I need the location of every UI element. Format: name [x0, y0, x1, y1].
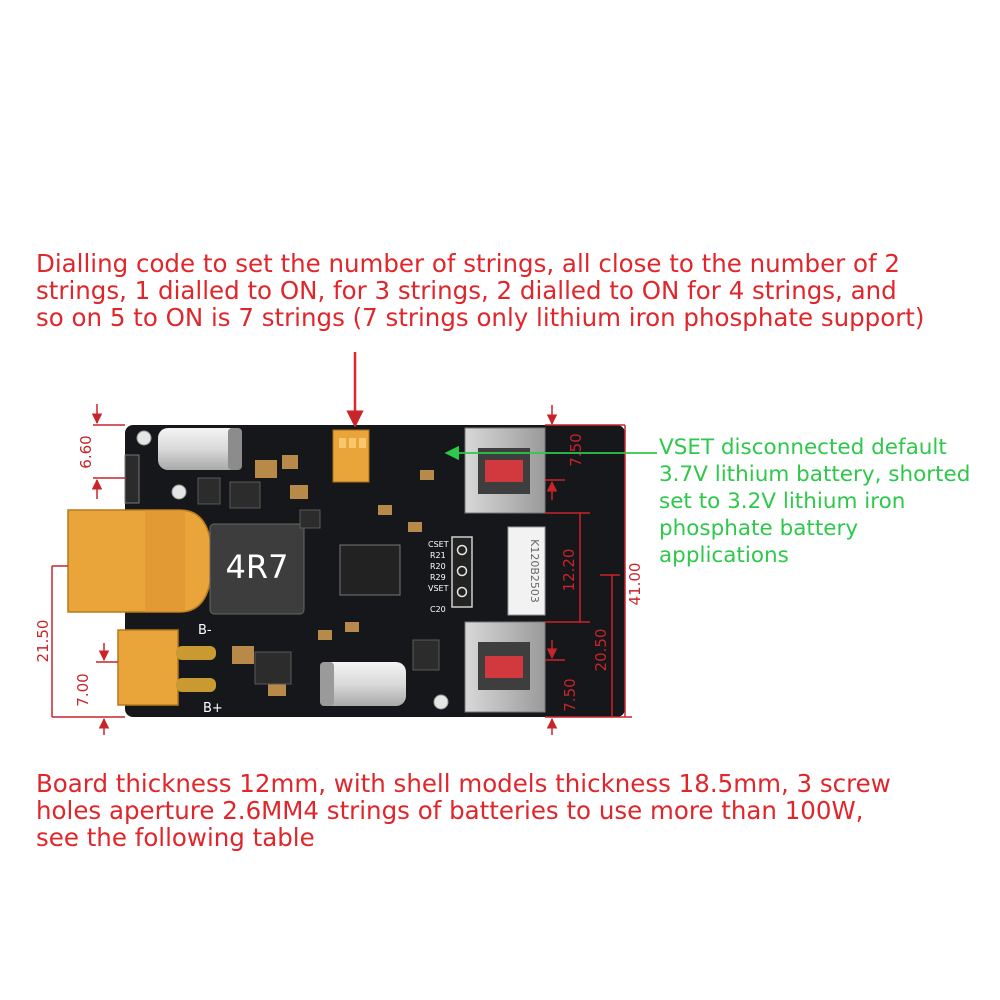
r21-label: R21	[430, 551, 446, 560]
vset-note: VSET disconnected default 3.7V lithium b…	[659, 435, 971, 568]
dim-left-height: 21.50	[34, 620, 52, 663]
inductor	[209, 523, 305, 615]
xt60-connector	[67, 509, 213, 613]
dip-switch	[332, 429, 370, 483]
capacitor-top	[158, 428, 240, 470]
sticker-text: K120B2503	[528, 539, 541, 603]
board-thickness-note: Board thickness 12mm, with shell models …	[36, 769, 891, 852]
dim-top-left: 6.60	[77, 435, 95, 468]
main-ic	[339, 544, 401, 596]
dim-bottom-right-usb: 7.50	[561, 678, 579, 711]
capacitor-bottom	[320, 662, 406, 706]
r20-label: R20	[430, 562, 446, 571]
vset-silk-label: VSET	[428, 584, 449, 593]
screw-hole	[433, 694, 449, 710]
slide-switch	[124, 454, 140, 504]
screw-hole	[171, 484, 187, 500]
screw-hole	[136, 430, 152, 446]
dim-lower-usb: 20.50	[592, 629, 610, 672]
inductor-marking: 4R7	[226, 548, 289, 586]
dim-top-right-usb: 7.50	[567, 433, 585, 466]
dip-switch-note: Dialling code to set the number of strin…	[36, 249, 925, 332]
b-minus-label: B-	[198, 623, 212, 638]
dim-total-height: 41.00	[626, 563, 644, 606]
dim-usb-gap: 12.20	[560, 549, 578, 592]
dim-bottom-left: 7.00	[74, 673, 92, 706]
cset-label: CSET	[428, 540, 449, 549]
r29-label: R29	[430, 573, 446, 582]
b-plus-label: B+	[203, 701, 223, 716]
xt30-connector	[117, 629, 179, 706]
header-pins	[451, 536, 473, 608]
board-sticker	[507, 526, 546, 616]
c20-label: C20	[430, 605, 446, 614]
